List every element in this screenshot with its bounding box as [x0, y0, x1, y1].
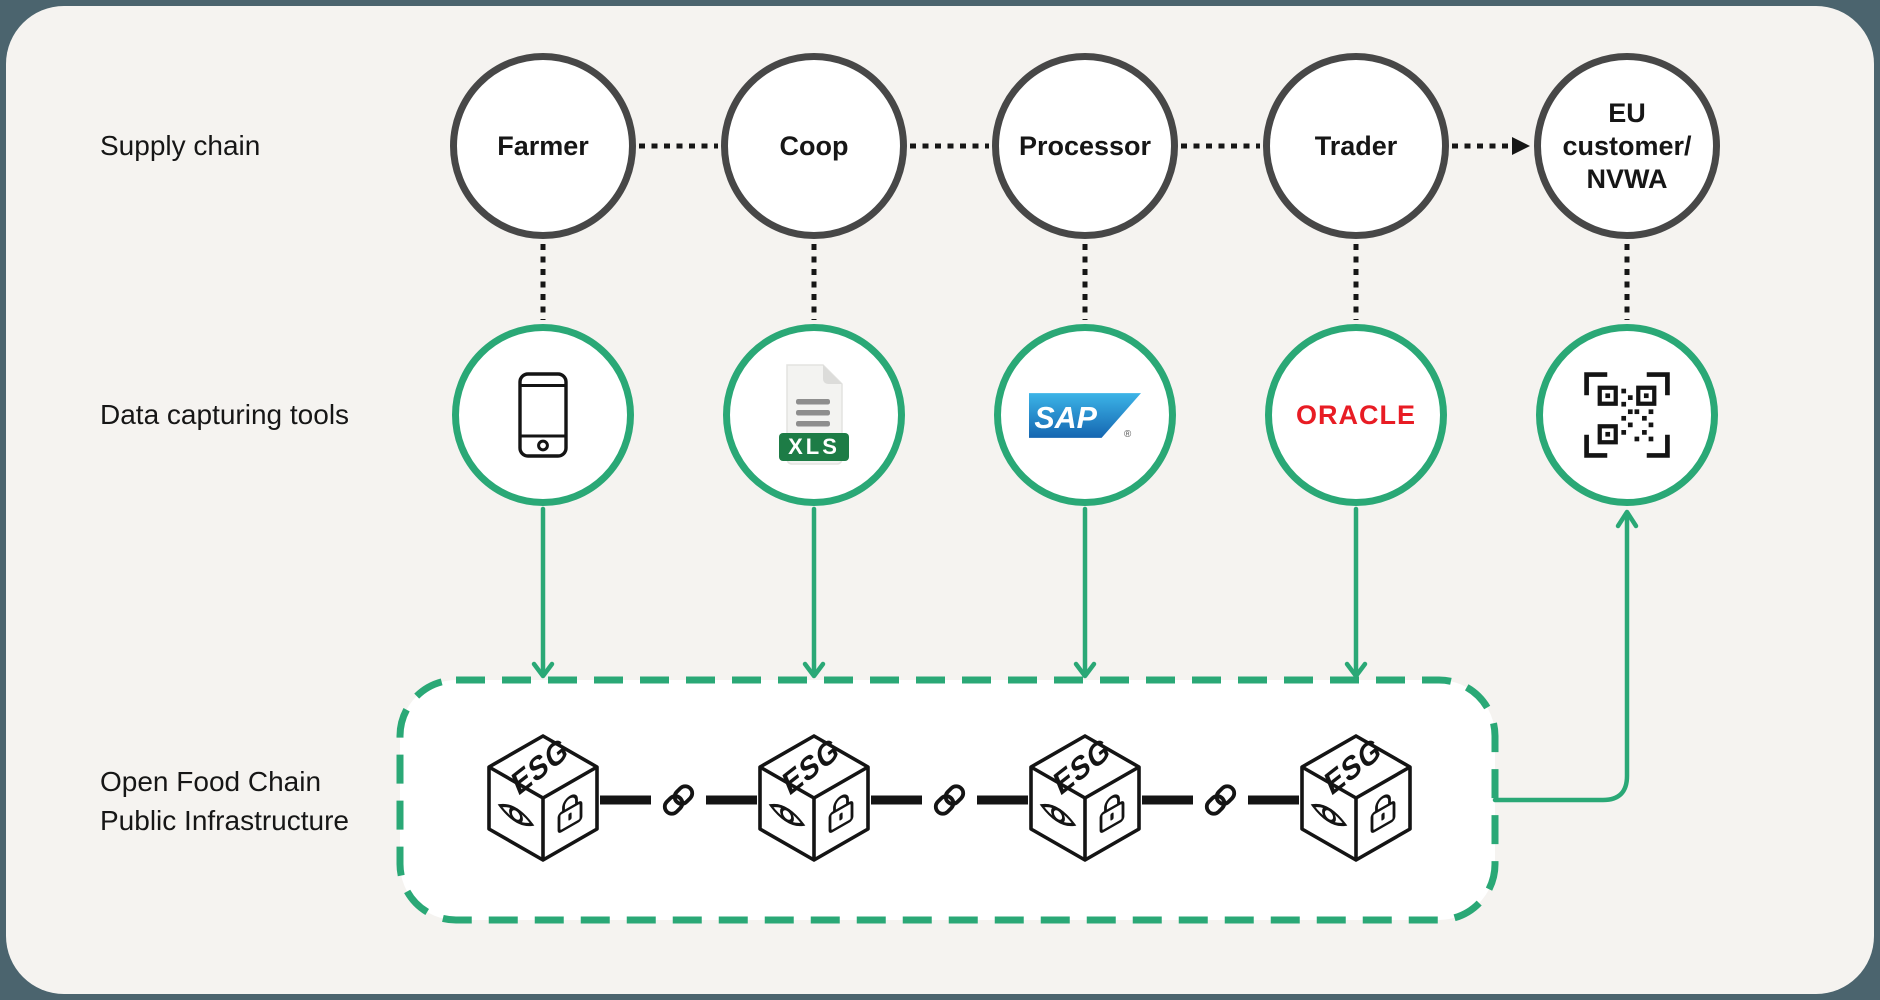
- sap-logo: SAP ®: [1029, 392, 1141, 438]
- supply-chain-node-label: Farmer: [497, 130, 589, 161]
- data-tool-node-smartphone: [452, 324, 634, 506]
- tool-to-infrastructure-arrows: [531, 506, 1368, 679]
- data-tool-node-oracle: ORACLE: [1265, 324, 1447, 506]
- row-label-infrastructure: Open Food Chain Public Infrastructure: [100, 762, 349, 840]
- xls-badge-label: XLS: [788, 434, 840, 459]
- supply-chain-node-farmer: Farmer: [450, 53, 636, 239]
- data-tool-node-qr: [1536, 324, 1718, 506]
- oracle-logo: ORACLE: [1296, 399, 1416, 430]
- infrastructure-to-qr-arrow: [1492, 509, 1639, 803]
- sap-registered-mark: ®: [1124, 429, 1132, 438]
- infrastructure-label-line2: Public Infrastructure: [100, 805, 349, 836]
- row-label-data-capturing-tools: Data capturing tools: [100, 399, 350, 430]
- row-label-supply-chain: Supply chain: [100, 130, 261, 161]
- supply-chain-node-label: Trader: [1314, 130, 1398, 161]
- supply-chain-node-coop: Coop: [721, 53, 907, 239]
- qr-code-icon: [1584, 372, 1670, 458]
- supply-chain-node-eu-customer-nvwa: EU customer/ NVWA: [1534, 53, 1720, 239]
- supply-chain-node-label: Coop: [779, 130, 849, 161]
- data-tool-node-xls: XLS: [723, 324, 905, 506]
- supply-chain-node-label: Processor: [1018, 130, 1152, 161]
- node-to-tool-links: [540, 244, 1630, 320]
- xls-file-icon: XLS: [779, 364, 849, 465]
- supply-chain-arrowhead: [1512, 137, 1530, 155]
- supply-chain-node-label: EU customer/ NVWA: [1562, 97, 1692, 194]
- supply-chain-node-trader: Trader: [1263, 53, 1449, 239]
- data-tool-node-sap: SAP ®: [994, 324, 1176, 506]
- infrastructure-label-line1: Open Food Chain: [100, 766, 322, 797]
- xls-badge: [779, 433, 849, 461]
- sap-logo-text: SAP: [1034, 401, 1097, 435]
- smartphone-icon: [518, 372, 568, 458]
- supply-chain-node-processor: Processor: [992, 53, 1178, 239]
